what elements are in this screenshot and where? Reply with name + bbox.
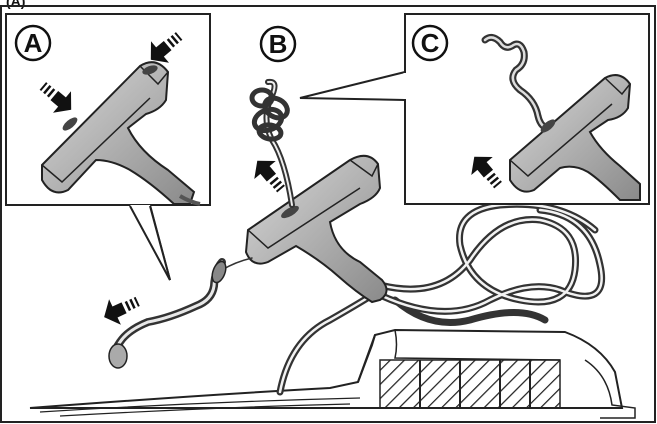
pull-cord (108, 257, 253, 369)
inset-panel-c: C (299, 13, 650, 205)
callout-b: B (259, 25, 297, 63)
t-handle-icon (509, 74, 641, 201)
striped-arrow-icon (471, 156, 502, 189)
striped-arrow-icon (104, 296, 140, 325)
t-handle-icon (41, 61, 201, 206)
striped-arrow-icon (39, 82, 72, 113)
callout-c: C (411, 24, 449, 62)
knot-icon (249, 78, 295, 208)
striped-arrow-icon (150, 32, 183, 63)
pull-cord (481, 33, 550, 132)
main-scene: B (29, 25, 636, 419)
callout-a-letter: A (24, 28, 43, 58)
callout-a: A (14, 24, 52, 62)
inset-panel-a: A (5, 13, 211, 281)
machine-housing (29, 328, 636, 419)
t-handle-icon (244, 154, 388, 304)
figure-corner-label: (A) (6, 0, 25, 9)
striped-arrow-icon (254, 160, 285, 193)
callout-b-letter: B (269, 29, 288, 59)
callout-c-letter: C (421, 28, 440, 58)
figure-frame (0, 5, 656, 423)
